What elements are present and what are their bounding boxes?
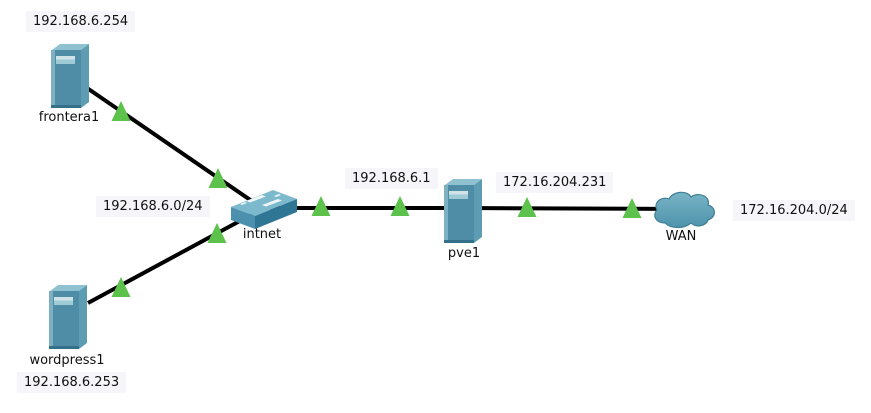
annotation-pve1-lan-ip[interactable]: 192.168.6.1: [345, 168, 438, 189]
annotation-lan-network[interactable]: 192.168.6.0/24: [96, 196, 210, 217]
link-up-arrow-icon: [517, 197, 537, 217]
annotation-wan-network[interactable]: 172.16.204.0/24: [733, 200, 855, 221]
link-up-arrow-icon: [622, 198, 642, 218]
node-frontera1[interactable]: [49, 43, 89, 109]
link-up-arrow-icon: [311, 196, 331, 216]
server-icon: [444, 179, 482, 243]
node-wordpress1[interactable]: [47, 284, 87, 350]
link-up-arrow-icon: [390, 196, 410, 216]
node-label-wordpress1[interactable]: wordpress1: [29, 353, 105, 368]
link-up-arrow-icon: [208, 168, 228, 188]
node-intnet[interactable]: [231, 188, 297, 230]
node-label-wan[interactable]: WAN: [665, 229, 697, 244]
link-up-arrow-icon: [207, 223, 227, 243]
node-wan[interactable]: [651, 189, 717, 231]
server-icon: [49, 285, 87, 349]
annotation-pve1-wan-ip[interactable]: 172.16.204.231: [496, 172, 614, 193]
node-label-frontera1[interactable]: frontera1: [38, 110, 100, 125]
node-label-intnet[interactable]: intnet: [242, 227, 282, 242]
node-label-pve1[interactable]: pve1: [447, 246, 481, 261]
link-up-arrow-icon: [111, 277, 131, 297]
node-pve1[interactable]: [442, 178, 482, 244]
link-up-arrow-icon: [111, 101, 131, 121]
annotation-frontera1-ip[interactable]: 192.168.6.254: [26, 11, 136, 32]
cloud-shape: [654, 191, 715, 229]
server-icon: [51, 44, 89, 108]
link-pve1-wan[interactable]: [462, 206, 685, 211]
cloud-icon: [654, 191, 715, 229]
link-frontera1-intnet[interactable]: [85, 86, 264, 210]
ethernet-switch-icon: [231, 190, 297, 229]
annotation-wordpress1-ip[interactable]: 192.168.6.253: [17, 372, 127, 393]
